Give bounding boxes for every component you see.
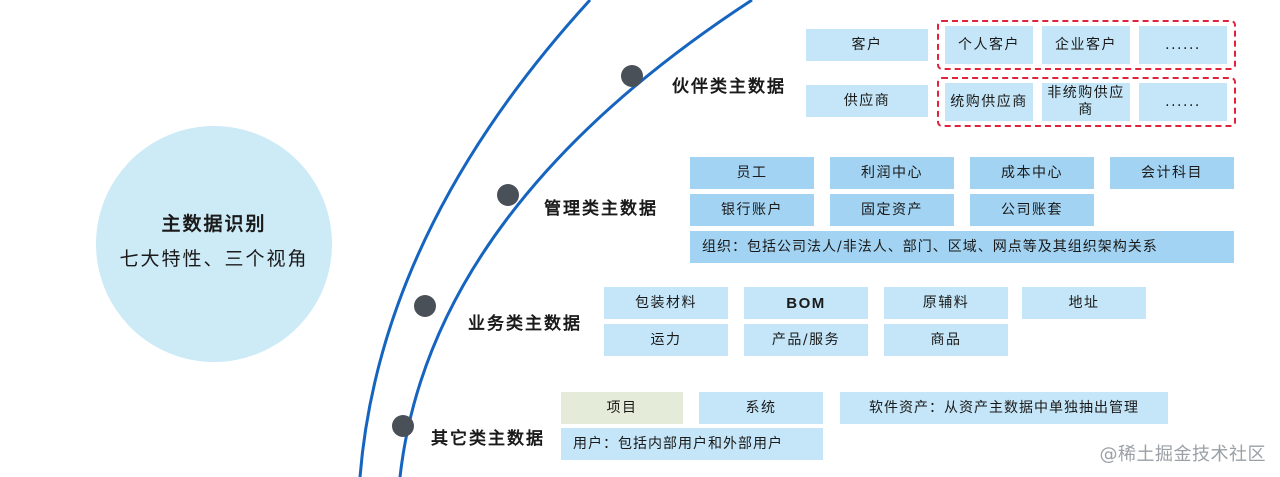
hub-subtitle: 七大特性、三个视角 (119, 248, 309, 270)
dashed-group-customer (937, 20, 1236, 70)
box-address: 地址 (1022, 287, 1146, 319)
box-packaging-material: 包装材料 (604, 287, 728, 319)
box-customer: 客户 (806, 29, 928, 61)
box-fixed-asset: 固定资产 (830, 194, 954, 226)
outer-arc (358, 0, 592, 477)
hub-circle (96, 126, 332, 362)
box-raw-material: 原辅料 (884, 287, 1008, 319)
box-transport-capacity: 运力 (604, 324, 728, 356)
node-management (497, 184, 519, 206)
box-supplier-more: ...... (1139, 83, 1227, 121)
node-business (414, 295, 436, 317)
box-company-ledger: 公司账套 (970, 194, 1094, 226)
hub-title: 主数据识别 (161, 213, 267, 235)
box-enterprise-customer: 企业客户 (1042, 26, 1130, 64)
category-label-other: 其它类主数据 (431, 429, 545, 449)
box-employee: 员工 (690, 157, 814, 189)
node-other (392, 415, 414, 437)
box-individual-customer: 个人客户 (945, 26, 1033, 64)
box-user-note: 用户：包括内部用户和外部用户 (561, 428, 823, 460)
box-bom: BOM (744, 287, 868, 319)
box-commodity: 商品 (884, 324, 1008, 356)
box-product-service: 产品/服务 (744, 324, 868, 356)
box-project: 项目 (561, 392, 683, 424)
box-customer-more: ...... (1139, 26, 1227, 64)
box-accounting-subject: 会计科目 (1110, 157, 1234, 189)
box-software-asset: 软件资产：从资产主数据中单独抽出管理 (840, 392, 1168, 424)
inner-arc (398, 0, 753, 477)
box-non-unified-supplier: 非统购供应商 (1042, 83, 1130, 121)
category-label-management: 管理类主数据 (544, 199, 658, 219)
box-profit-center: 利润中心 (830, 157, 954, 189)
dashed-group-supplier (937, 77, 1236, 127)
box-cost-center: 成本中心 (970, 157, 1094, 189)
box-unified-supplier: 统购供应商 (945, 83, 1033, 121)
node-partner (621, 65, 643, 87)
category-label-business: 业务类主数据 (468, 314, 582, 334)
box-supplier: 供应商 (806, 85, 928, 117)
box-bank-account: 银行账户 (690, 194, 814, 226)
watermark: @稀土掘金技术社区 (1099, 444, 1266, 465)
box-organization-note: 组织：包括公司法人/非法人、部门、区域、网点等及其组织架构关系 (690, 231, 1234, 263)
box-system: 系统 (699, 392, 823, 424)
category-label-partner: 伙伴类主数据 (672, 77, 786, 97)
